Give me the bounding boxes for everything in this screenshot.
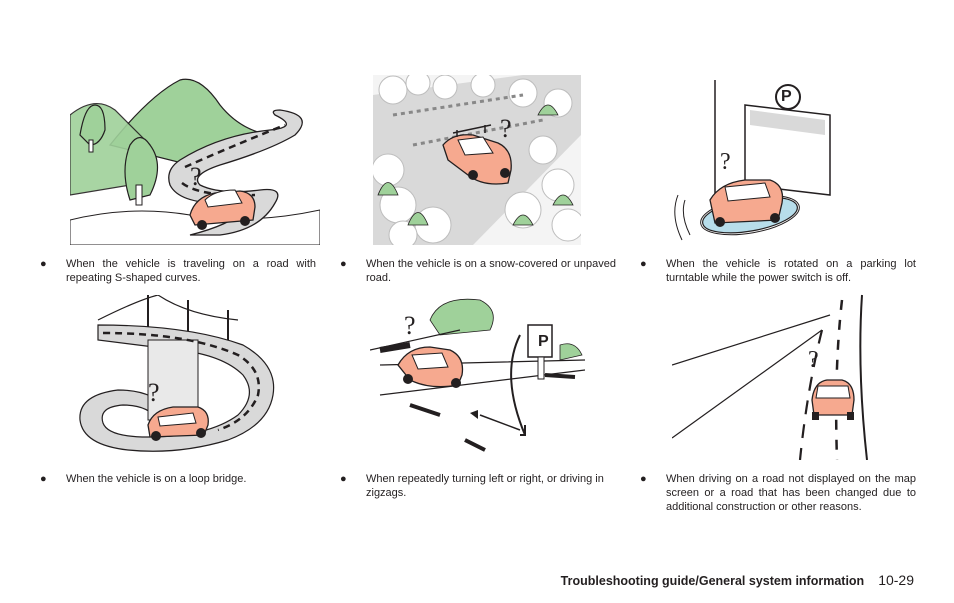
caption-text: When driving on a road not displayed on … bbox=[666, 473, 916, 513]
parking-sign-letter: P bbox=[538, 333, 549, 350]
bullet: ● bbox=[340, 473, 347, 485]
bullet: ● bbox=[640, 258, 647, 270]
illustration-zigzag bbox=[370, 295, 585, 457]
caption-text: When repeatedly turning left or right, o… bbox=[366, 473, 604, 499]
question-mark: ? bbox=[404, 311, 416, 340]
parking-sign-letter: P bbox=[781, 88, 792, 105]
caption-loop-bridge: ● When the vehicle is on a loop bridge. bbox=[40, 472, 316, 486]
caption-unknown-road: ● When driving on a road not displayed o… bbox=[640, 472, 916, 514]
page-footer: Troubleshooting guide/General system inf… bbox=[561, 572, 914, 588]
caption-zigzag: ● When repeatedly turning left or right,… bbox=[340, 472, 616, 500]
caption-text: When the vehicle is on a snow-covered or… bbox=[366, 258, 616, 284]
question-mark: ? bbox=[808, 347, 819, 373]
caption-text: When the vehicle is rotated on a parking… bbox=[666, 258, 916, 284]
illustration-turntable bbox=[670, 75, 920, 245]
caption-turntable: ● When the vehicle is rotated on a parki… bbox=[640, 257, 916, 285]
question-mark: ? bbox=[190, 162, 202, 191]
illustration-snow-road bbox=[373, 75, 581, 245]
caption-snow-road: ● When the vehicle is on a snow-covered … bbox=[340, 257, 616, 285]
bullet: ● bbox=[40, 258, 47, 270]
question-mark: ? bbox=[500, 114, 512, 143]
illustration-s-curves bbox=[70, 75, 320, 245]
caption-text: When the vehicle is on a loop bridge. bbox=[66, 473, 247, 485]
caption-text: When the vehicle is traveling on a road … bbox=[66, 258, 316, 284]
bullet: ● bbox=[40, 473, 47, 485]
question-mark: ? bbox=[148, 378, 160, 407]
bullet: ● bbox=[340, 258, 347, 270]
section-title: Troubleshooting guide/General system inf… bbox=[560, 574, 865, 588]
page-number: 10-29 bbox=[878, 572, 914, 588]
question-mark: ? bbox=[720, 149, 731, 175]
illustration-loop-bridge bbox=[78, 295, 278, 457]
bullet: ● bbox=[640, 473, 647, 485]
illustration-unknown-road bbox=[672, 290, 882, 460]
caption-s-curves: ● When the vehicle is traveling on a roa… bbox=[40, 257, 316, 285]
